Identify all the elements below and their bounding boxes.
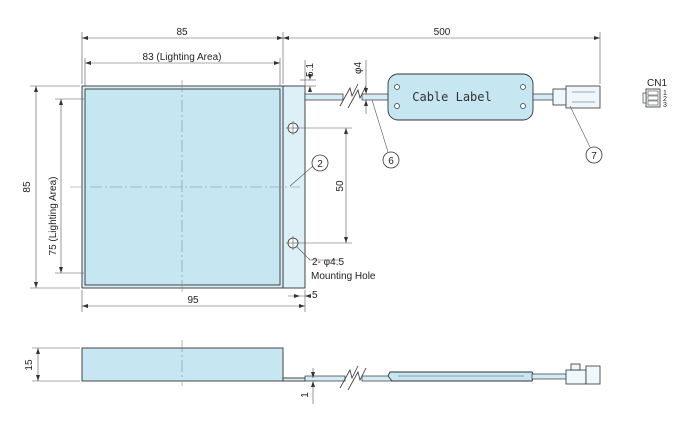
dim-lighting-width: 83 (Lighting Area)	[143, 52, 222, 63]
cable-segment-1	[304, 93, 344, 101]
cn1-pin-1: 1	[663, 90, 667, 97]
dim-cable-500	[283, 32, 601, 84]
side-cable-2	[361, 375, 393, 382]
callout-7-text: 7	[591, 151, 597, 162]
cn1-title: CN1	[647, 78, 667, 89]
dim-lighting-height-text: 75 (Lighting Area)	[48, 177, 59, 256]
dim-top-85	[81, 32, 284, 84]
dim-cable-dia	[364, 60, 368, 114]
top-view: Cable Label CN1 1 2 3 85	[22, 27, 667, 312]
dim-thickness-text: 15	[24, 359, 35, 371]
mounting-hole-bottom	[286, 236, 300, 250]
side-cable-break	[339, 365, 367, 391]
dim-lighting-height	[55, 98, 84, 274]
cable-segment-2	[361, 93, 391, 101]
dim-tab-width-text: 5	[312, 290, 318, 301]
cn1-pin-3: 3	[663, 102, 667, 109]
dim-tab-thickness-text: 1	[300, 392, 311, 398]
dim-hole-pitch-text: 50	[335, 180, 346, 192]
hole-leader-line	[296, 246, 311, 261]
dim-tab-thickness	[305, 368, 318, 404]
dim-overall-width-text: 95	[187, 295, 199, 306]
dim-thickness	[32, 347, 80, 382]
dim-height-text: 85	[22, 181, 33, 193]
mounting-hole-top	[286, 121, 300, 135]
callout-2-text: 2	[317, 159, 323, 170]
callout-6-text: 6	[388, 156, 394, 167]
dim-lighting-83	[84, 58, 281, 86]
callout-7	[569, 105, 603, 164]
side-tab	[282, 377, 306, 382]
callout-6	[371, 99, 400, 169]
mounting-hole-text: Mounting Hole	[311, 271, 376, 282]
dim-overall-95	[81, 290, 306, 312]
side-cable-label	[387, 371, 535, 382]
hole-spec-text: 2- φ4.5	[312, 257, 344, 268]
dim-tab-width	[288, 290, 311, 300]
cn1-pin-2: 2	[663, 96, 667, 103]
side-cable-1	[304, 375, 346, 382]
side-connector	[565, 363, 601, 385]
cable-break-symbol	[339, 83, 367, 109]
cn1-connector-face	[642, 88, 661, 108]
dim-tab-offset-text: 5.1	[305, 63, 316, 77]
connector-housing	[552, 85, 601, 109]
dim-cable-dia-text: φ4	[353, 62, 364, 74]
callout-2	[289, 154, 329, 187]
side-cable-3	[531, 373, 569, 380]
side-panel-body	[81, 347, 284, 382]
dim-cable-length: 500	[434, 27, 451, 38]
dim-hole-pitch	[300, 127, 352, 244]
dim-top-width: 85	[176, 27, 188, 38]
cable-label-text: Cable Label	[412, 90, 491, 104]
side-view: 15 1	[24, 340, 601, 404]
dim-tab-offset	[300, 60, 316, 94]
dim-height-85	[30, 85, 80, 289]
